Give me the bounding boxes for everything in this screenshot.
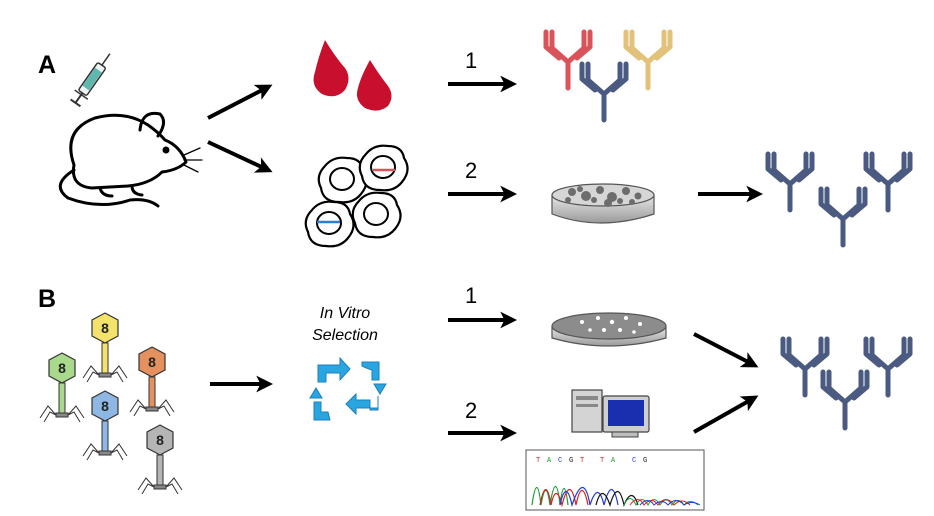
arrow-mouse-to-cells — [207, 140, 273, 173]
syringe-icon — [70, 53, 111, 108]
antibody-icon-monoclonal-b — [783, 339, 910, 428]
sequence-base: T — [580, 457, 584, 465]
selection-label-line2: Selection — [312, 327, 378, 344]
arrow-b-plate-to-antibodies — [693, 332, 759, 368]
sequence-base: C — [558, 457, 562, 465]
sequence-base: G — [643, 457, 647, 465]
panel-a-label: A — [38, 51, 56, 79]
blood-drop-icon — [313, 40, 392, 111]
panel-b-route1-label: 1 — [465, 283, 477, 308]
selection-label-line1: In Vitro — [320, 305, 371, 322]
sequence-base: T — [536, 457, 540, 465]
sequence-base: T — [600, 457, 604, 465]
bacteriophage-icon — [39, 312, 183, 495]
arrow-mouse-to-blood — [207, 84, 273, 120]
cycle-arrows-icon — [309, 356, 387, 421]
arrow-b-computer-to-antibodies — [693, 395, 759, 434]
computer-icon — [571, 389, 650, 438]
mouse-icon — [58, 111, 203, 208]
antibody-icon-monoclonal-a — [768, 154, 910, 245]
panel-b-label: B — [38, 285, 56, 313]
sequence-base: C — [632, 457, 636, 465]
panel-b-route2-label: 2 — [465, 398, 477, 423]
sequence-base: A — [611, 457, 616, 465]
plaque-plate-icon — [551, 312, 667, 347]
sequence-base: G — [569, 457, 573, 465]
sequence-base: A — [547, 457, 552, 465]
panel-a-route2-label: 2 — [465, 158, 477, 183]
panel-a-route1-label: 1 — [465, 48, 477, 73]
petri-dish-icon — [551, 183, 655, 224]
b-cell-icon — [304, 144, 409, 248]
antibody-icon-polyclonal — [546, 32, 670, 120]
